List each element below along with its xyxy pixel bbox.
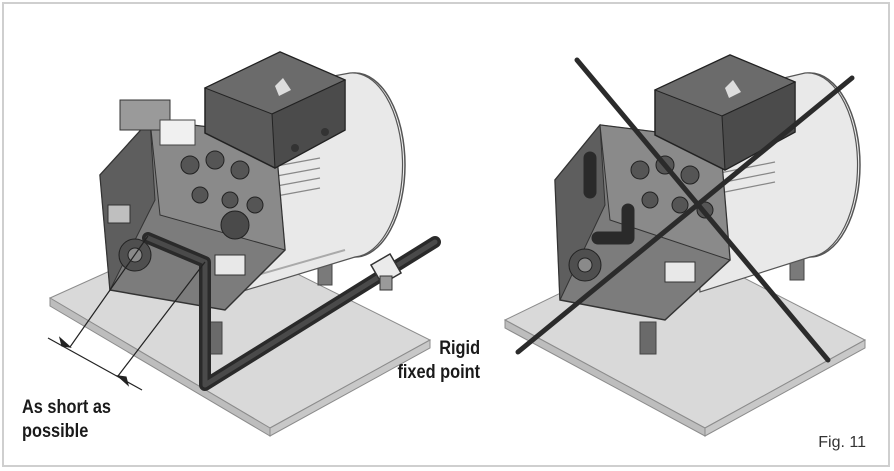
left-compressor-illustration (47, 51, 441, 437)
label-short-line1: As short as (22, 397, 111, 418)
cross-mark-icon (515, 57, 855, 363)
label-rigid-fixed-point: Rigid fixed point (397, 337, 480, 385)
figure-caption: Fig. 11 (818, 434, 866, 451)
right-pipe-stub-lower (591, 203, 635, 245)
label-rigid-line1: Rigid (439, 338, 481, 359)
label-rigid-line2: fixed point (397, 362, 481, 383)
rigid-fixed-point-clamp (369, 252, 403, 291)
dimension-annotation (47, 235, 206, 391)
label-as-short-as-possible: As short as possible (22, 396, 111, 444)
label-short-line2: possible (22, 421, 89, 442)
right-compressor-illustration (503, 54, 867, 437)
